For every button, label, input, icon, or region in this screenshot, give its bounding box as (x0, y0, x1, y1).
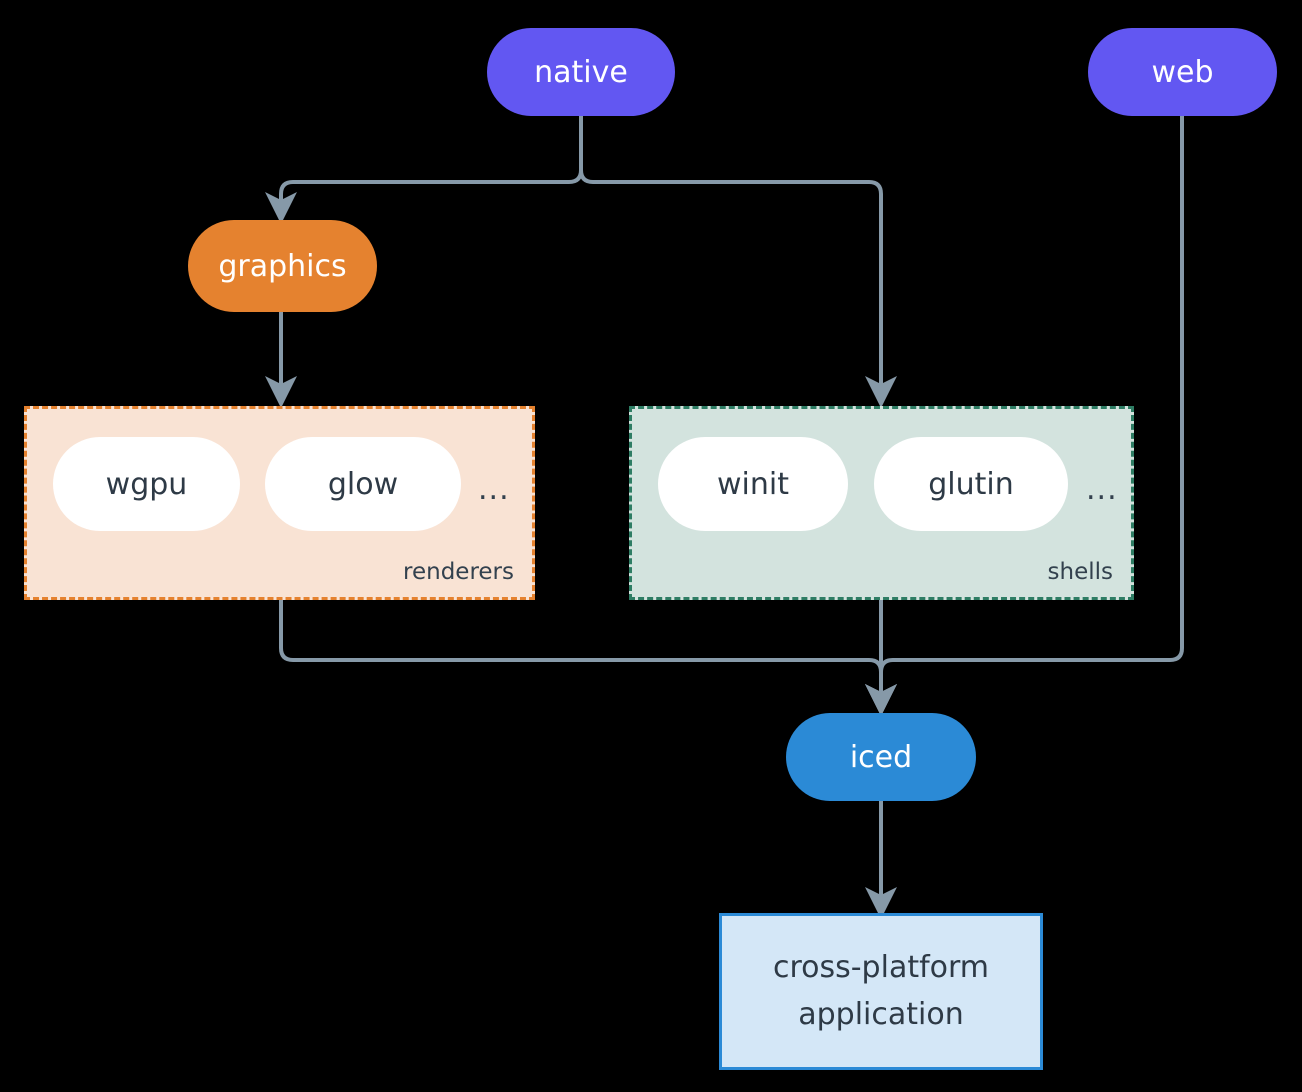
edge-renderers-to-iced (279, 598, 897, 716)
application-label-line2: application (798, 996, 964, 1032)
node-glow-label: glow (327, 466, 399, 502)
node-graphics-label: graphics (218, 248, 347, 284)
renderers-overflow-ellipsis: ... (478, 472, 510, 507)
node-native-label: native (534, 54, 628, 90)
group-shells: winit glutin ... shells (629, 406, 1134, 600)
node-winit[interactable]: winit (658, 437, 848, 531)
node-native[interactable]: native (487, 28, 675, 116)
node-glow[interactable]: glow (265, 437, 461, 531)
node-web[interactable]: web (1088, 28, 1277, 116)
shells-overflow-ellipsis: ... (1086, 472, 1118, 507)
node-web-label: web (1151, 54, 1214, 90)
node-wgpu-label: wgpu (105, 466, 188, 502)
node-iced-label: iced (849, 739, 913, 775)
node-iced[interactable]: iced (786, 713, 976, 801)
application-label-line1: cross-platform (772, 950, 990, 985)
node-glutin-label: glutin (928, 466, 1014, 502)
node-wgpu[interactable]: wgpu (53, 437, 240, 531)
edge-native-to-shells (579, 114, 897, 408)
node-winit-label: winit (717, 466, 789, 502)
group-shells-label: shells (1047, 559, 1113, 585)
group-renderers: wgpu glow ... renderers (24, 406, 535, 600)
edge-native-split (265, 114, 583, 224)
node-glutin[interactable]: glutin (874, 437, 1068, 531)
node-graphics[interactable]: graphics (188, 220, 377, 312)
node-cross-platform-application[interactable]: cross-platform application (719, 913, 1043, 1070)
group-renderers-label: renderers (403, 559, 514, 585)
